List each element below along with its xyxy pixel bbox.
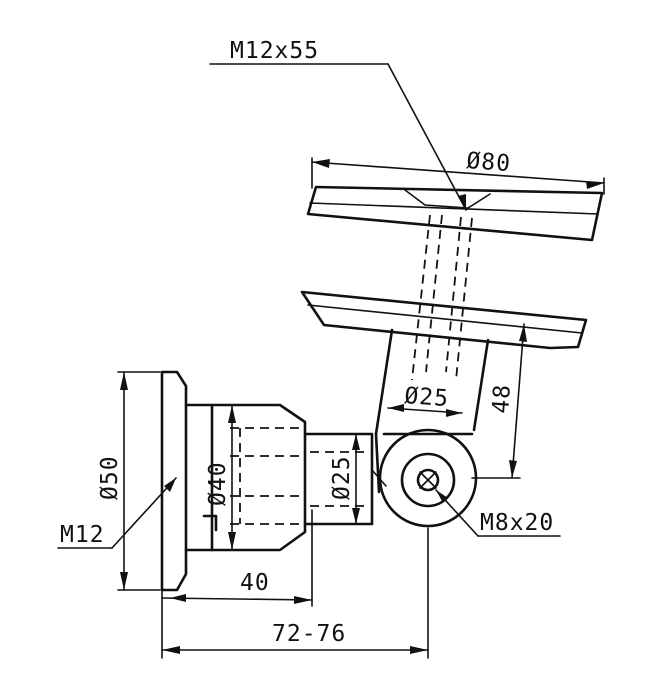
label-neck-diameter: Ø25	[329, 455, 355, 500]
label-pin-diameter: Ø25	[404, 383, 450, 412]
dim-arm-height	[471, 323, 527, 479]
body-cylinder	[184, 403, 307, 552]
top-clamp-plate	[306, 185, 604, 242]
leader-thread	[57, 477, 177, 549]
knuckle-arm	[374, 328, 490, 528]
label-thread: M12	[60, 522, 105, 548]
bottom-clamp-plate	[300, 290, 588, 350]
dim-length-40	[161, 509, 313, 607]
neck	[303, 432, 387, 526]
dim-pin-diameter	[387, 404, 463, 417]
label-length-total: 72-76	[272, 621, 346, 647]
dim-body-diameter	[228, 404, 236, 551]
dim-plate-diameter	[311, 157, 605, 195]
label-base-diameter: Ø50	[97, 455, 123, 500]
label-body-diameter: Ø40	[205, 461, 231, 506]
clamp-bolt-hidden	[411, 214, 473, 381]
label-length-40: 40	[240, 570, 270, 596]
dim-base-diameter	[117, 371, 161, 591]
label-screw-top: M12x55	[230, 38, 319, 64]
leader-screw-top	[209, 63, 467, 211]
dim-neck-diameter	[352, 433, 360, 525]
label-plate-diameter: Ø80	[466, 148, 512, 177]
dim-length-total	[161, 527, 429, 659]
leader-screw-side	[435, 489, 561, 537]
label-screw-side: M8x20	[480, 510, 554, 536]
label-arm-height: 48	[488, 383, 516, 414]
